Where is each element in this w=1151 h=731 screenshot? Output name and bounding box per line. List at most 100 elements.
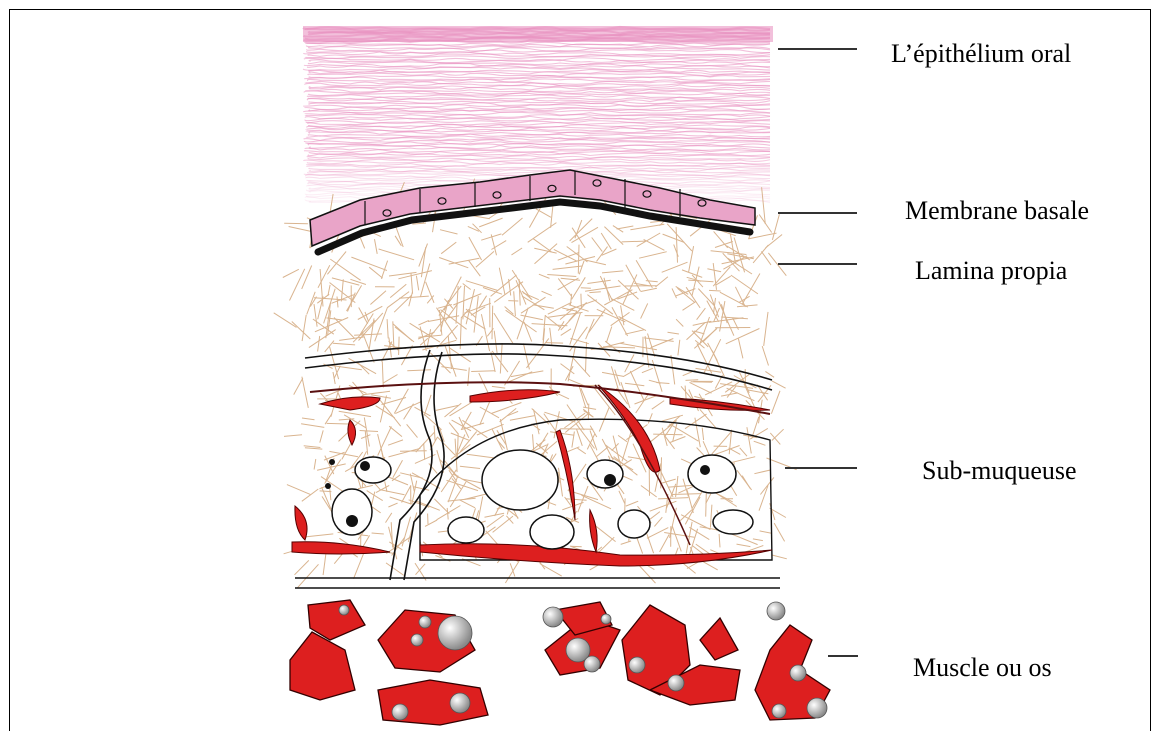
collagen-fiber bbox=[621, 305, 624, 325]
submucosa-fiber bbox=[695, 418, 700, 448]
collagen-fiber bbox=[449, 258, 480, 264]
submucosa-fiber bbox=[572, 432, 575, 448]
collagen-fiber bbox=[283, 269, 299, 277]
collagen-fiber bbox=[309, 330, 336, 348]
submucosa-fiber bbox=[712, 351, 724, 377]
collagen-fiber bbox=[547, 275, 576, 277]
submucosa-fiber bbox=[770, 433, 780, 445]
collagen-fiber bbox=[332, 278, 359, 285]
cell-nucleus bbox=[329, 459, 335, 465]
collagen-fiber bbox=[307, 292, 316, 315]
submucosa-fiber bbox=[459, 500, 475, 508]
submucosa-fiber bbox=[388, 440, 403, 445]
collagen-fiber bbox=[585, 260, 606, 265]
submucosa-fiber bbox=[582, 495, 612, 509]
collagen-fiber bbox=[678, 340, 680, 356]
submucosa-fiber bbox=[297, 564, 318, 588]
collagen-fiber bbox=[602, 271, 623, 273]
collagen-fiber bbox=[534, 248, 556, 253]
cell-nucleus bbox=[346, 515, 358, 527]
collagen-fiber bbox=[713, 267, 730, 287]
submucosa-fiber bbox=[380, 490, 405, 495]
submucosa-fiber bbox=[759, 486, 768, 511]
collagen-fiber bbox=[369, 267, 382, 278]
submucosa-fiber bbox=[645, 336, 649, 367]
bone-cell bbox=[601, 614, 611, 624]
submucosa-fiber bbox=[320, 430, 323, 442]
submucosa-fiber bbox=[460, 466, 480, 468]
submucosa-top-boundary bbox=[305, 344, 772, 380]
submucosa-fiber bbox=[760, 531, 772, 533]
collagen-fiber bbox=[395, 225, 403, 247]
collagen-fiber bbox=[601, 233, 611, 249]
submucosa-fiber bbox=[302, 418, 315, 420]
collagen-fiber bbox=[318, 336, 320, 352]
collagen-fiber bbox=[313, 319, 334, 334]
collagen-fiber bbox=[542, 291, 552, 295]
adipose-cell bbox=[713, 510, 753, 534]
submucosa-fiber bbox=[577, 429, 583, 446]
submucosa-fiber bbox=[510, 416, 535, 421]
submucosa-fiber bbox=[394, 389, 408, 414]
submucosa-fiber bbox=[588, 404, 589, 421]
blood-vessel bbox=[292, 542, 390, 554]
submucosa-fiber bbox=[578, 486, 588, 512]
collagen-fiber bbox=[674, 245, 679, 257]
collagen-fiber bbox=[318, 297, 324, 320]
submucosa-fiber bbox=[412, 473, 440, 489]
collagen-fiber bbox=[623, 275, 637, 305]
collagen-fiber bbox=[410, 323, 440, 342]
muscle-fiber bbox=[700, 618, 738, 660]
collagen-fiber bbox=[682, 270, 702, 278]
adipose-cell bbox=[448, 517, 484, 543]
collagen-fiber bbox=[469, 260, 481, 276]
collagen-fiber bbox=[668, 332, 679, 334]
submucosa-fiber bbox=[690, 382, 712, 393]
collagen-fiber bbox=[672, 288, 677, 298]
collagen-fiber bbox=[375, 239, 378, 254]
submucosa-fiber bbox=[721, 393, 738, 396]
submucosa-fiber bbox=[467, 454, 497, 458]
submucosa-fiber bbox=[754, 470, 770, 474]
bone-cell bbox=[772, 704, 786, 718]
collagen-fiber bbox=[494, 331, 497, 353]
submucosa-fiber bbox=[382, 362, 383, 388]
bone-cell bbox=[543, 607, 563, 627]
submucosa-layer bbox=[284, 336, 797, 588]
submucosa-fiber bbox=[451, 433, 469, 440]
collagen-fiber bbox=[589, 309, 606, 332]
submucosa-fiber bbox=[712, 432, 732, 455]
collagen-fiber bbox=[499, 268, 505, 295]
collagen-fiber bbox=[284, 223, 308, 224]
submucosa-fiber bbox=[596, 447, 607, 456]
submucosa-fiber bbox=[618, 435, 627, 441]
collagen-fiber bbox=[362, 331, 374, 363]
collagen-fiber bbox=[274, 313, 297, 328]
submucosa-fiber bbox=[626, 501, 638, 506]
collagen-fiber bbox=[509, 279, 511, 296]
epithelium-surface bbox=[303, 26, 773, 42]
submucosa-fiber bbox=[434, 426, 435, 441]
bone-cell bbox=[668, 675, 684, 691]
collagen-fiber bbox=[441, 242, 456, 254]
collagen-fiber bbox=[327, 252, 346, 275]
bone-cell bbox=[339, 605, 349, 615]
adipose-cell bbox=[482, 450, 558, 510]
submucosa-fiber bbox=[424, 414, 442, 430]
collagen-fiber bbox=[617, 226, 634, 229]
collagen-fiber bbox=[370, 291, 386, 305]
submucosa-fiber bbox=[625, 355, 634, 373]
epithelium-stratum bbox=[303, 52, 770, 55]
collagen-fiber bbox=[379, 249, 415, 260]
collagen-fiber bbox=[524, 322, 532, 342]
collagen-fiber bbox=[587, 280, 610, 283]
collagen-fiber bbox=[764, 312, 768, 346]
collagen-fiber bbox=[360, 238, 364, 248]
collagen-fiber bbox=[290, 269, 305, 301]
submucosa-fiber bbox=[304, 446, 321, 448]
collagen-fiber bbox=[646, 281, 658, 282]
collagen-fiber bbox=[578, 245, 579, 274]
collagen-fiber bbox=[728, 258, 752, 274]
submucosa-fiber bbox=[696, 544, 710, 554]
submucosa-fiber bbox=[480, 407, 499, 418]
